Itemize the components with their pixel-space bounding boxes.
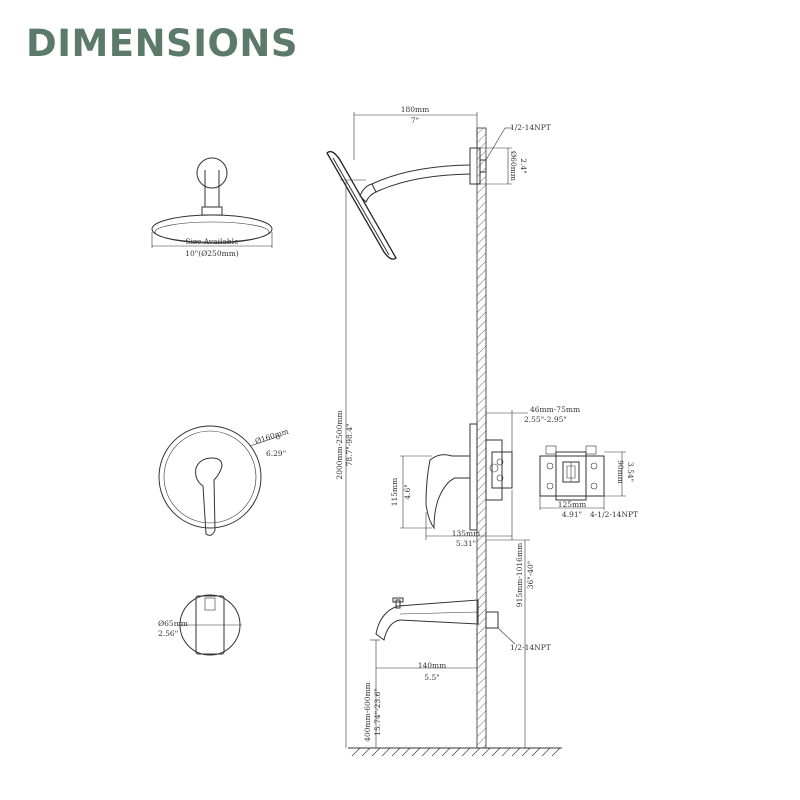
spout-reach-dimension <box>375 628 478 672</box>
valve-depth-in: 2.55"-2.95" <box>524 415 567 424</box>
arm-thread-label: 1/2-14NPT <box>510 123 551 132</box>
arm-flange-in: 2.4" <box>519 158 528 173</box>
tub-spout-side-view <box>375 597 499 641</box>
trim-plate-mm: Ø160mm <box>254 427 290 446</box>
page-title: DIMENSIONS <box>26 22 299 65</box>
spout-height-in: 36"-40" <box>526 561 535 590</box>
spout-reach-mm: 140mm <box>418 661 447 670</box>
height-range-in: 78.7"-98.4" <box>345 424 354 467</box>
arm-flange-dimension <box>480 147 512 185</box>
handle-reach-in: 5.31" <box>456 539 476 548</box>
spout-front-view <box>178 594 242 656</box>
arm-reach-dimension <box>353 112 478 160</box>
valve-box-height-mm: 90mm <box>616 460 625 484</box>
handle-reach-dimension <box>425 490 513 540</box>
valve-box-thread: 4-1/2-14NPT <box>590 510 638 519</box>
valve-box-height-dimension <box>604 451 626 497</box>
handle-height-in: 4.6" <box>403 484 412 499</box>
spout-flange-mm: Ø65mm <box>158 619 188 628</box>
tub-height-in: 15.74"-23.6" <box>373 688 382 736</box>
valve-box-width-in: 4.91" <box>562 510 582 519</box>
spout-height-mm: 915mm-1016mm <box>515 543 524 607</box>
spout-height-dimension <box>486 539 530 748</box>
valve-box-height-in: 3.54" <box>626 462 635 482</box>
arm-thread-leader <box>485 127 506 161</box>
showerhead-size-caption: Size Available <box>185 237 239 246</box>
arm-reach-in: 7" <box>411 116 419 125</box>
showerhead-diameter-label: 10"(Ø250mm) <box>185 249 239 258</box>
showerhead-front-view <box>151 157 273 248</box>
valve-side-view <box>425 423 513 531</box>
arm-reach-mm: 180mm <box>401 105 430 114</box>
arm-flange-mm: Ø60mm <box>509 151 518 181</box>
spout-thread-label: 1/2-14NPT <box>510 643 551 652</box>
handle-height-mm: 115mm <box>390 478 399 507</box>
spout-reach-in: 5.5" <box>424 673 439 682</box>
handle-height-dimension <box>400 455 432 529</box>
valve-depth-dimension <box>485 410 528 452</box>
height-range-mm: 2000mm-2500mm <box>335 410 344 479</box>
valve-box-front-view <box>539 445 605 501</box>
floor <box>348 747 562 757</box>
overall-height-dimension <box>340 179 366 748</box>
showerhead-side-view <box>326 147 487 260</box>
wall <box>476 127 487 749</box>
spout-thread-leader <box>497 627 516 645</box>
tub-height-dimension <box>370 639 380 748</box>
trim-plate-front-view <box>158 425 281 536</box>
tub-height-mm: 400mm-600mm <box>363 682 372 742</box>
valve-box-width-mm: 125mm <box>558 500 587 509</box>
valve-depth-mm: 46mm-75mm <box>530 405 580 414</box>
trim-plate-in: 6.29" <box>266 449 286 458</box>
spout-flange-in: 2.56" <box>158 629 178 638</box>
valve-box-width-dimension <box>539 496 605 510</box>
handle-reach-mm: 135mm <box>452 529 481 538</box>
